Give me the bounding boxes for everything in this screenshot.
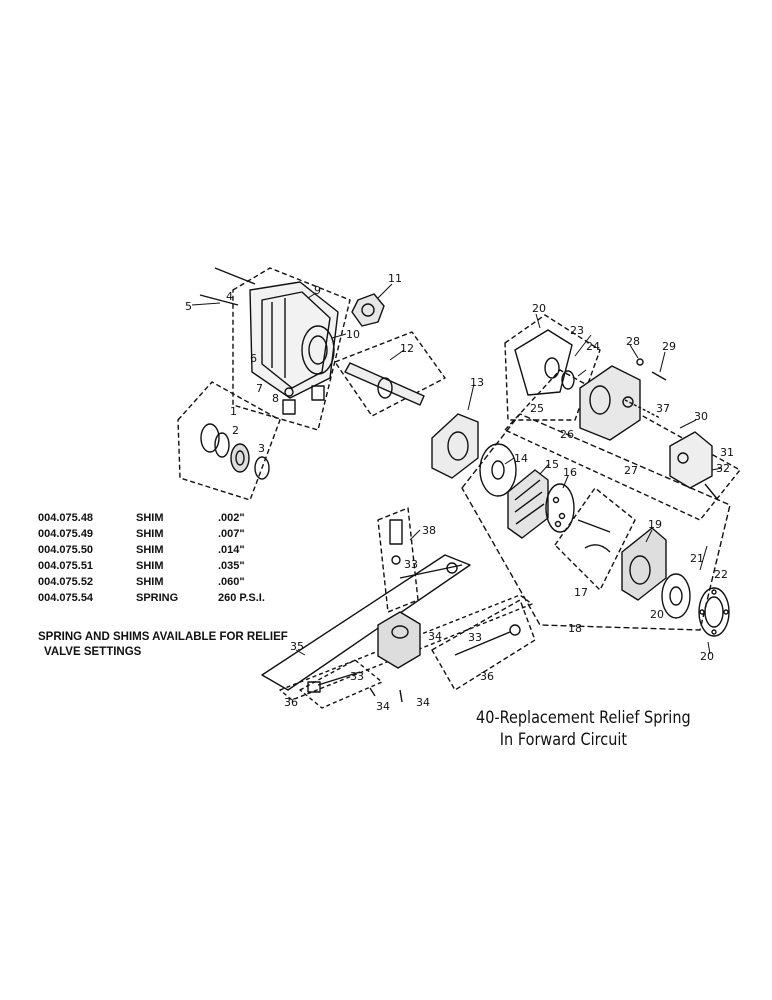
part-number: 004.075.50 xyxy=(38,544,94,556)
part-spec: .002" xyxy=(218,512,245,524)
note-line-1: SPRING AND SHIMS AVAILABLE FOR RELIEF xyxy=(38,631,288,643)
callout-34b: 34 xyxy=(376,700,390,713)
callout-32: 32 xyxy=(716,462,730,475)
leader-lines xyxy=(191,283,723,656)
callout-33c: 33 xyxy=(468,631,482,644)
callout-26: 26 xyxy=(560,428,574,441)
part-number: 004.075.52 xyxy=(38,576,94,588)
callout-8: 8 xyxy=(272,392,279,405)
callout-20b: 20 xyxy=(650,608,664,621)
part-spec: .014" xyxy=(218,544,245,556)
callout-15: 15 xyxy=(545,458,559,471)
part-description: SHIM xyxy=(136,544,164,556)
callout-12: 12 xyxy=(400,342,414,355)
caption-line-1: 40-Replacement Relief Spring xyxy=(476,708,691,728)
callout-14: 14 xyxy=(514,452,528,465)
part-number: 004.075.51 xyxy=(38,560,94,572)
part-description: SHIM xyxy=(136,560,164,572)
flange-plate xyxy=(431,413,479,479)
callout-33a: 33 xyxy=(404,558,418,571)
part-description: SHIM xyxy=(136,528,164,540)
part-spec: .060" xyxy=(218,576,245,588)
part-spec: .035" xyxy=(218,560,245,572)
callout-labels: 1 2 3 4 5 6 7 8 9 10 11 12 13 14 15 16 1… xyxy=(185,272,734,713)
part-spec: 260 P.S.I. xyxy=(218,592,265,604)
callout-24: 24 xyxy=(586,340,600,353)
callout-22: 22 xyxy=(714,568,728,581)
pump-element-group xyxy=(461,413,731,637)
callout-29: 29 xyxy=(662,340,676,353)
part-number: 004.075.49 xyxy=(38,528,94,540)
callout-11: 11 xyxy=(388,272,402,285)
callout-20c: 20 xyxy=(700,650,714,663)
callout-35: 35 xyxy=(290,640,304,653)
callout-9: 9 xyxy=(314,284,321,297)
callout-20a: 20 xyxy=(532,302,546,315)
callout-36b: 36 xyxy=(480,670,494,683)
part-number: 004.075.48 xyxy=(38,512,94,524)
relief-valve-plate xyxy=(261,507,536,709)
callout-19: 19 xyxy=(648,518,662,531)
callout-1: 1 xyxy=(230,405,237,418)
part-spec: .007" xyxy=(218,528,245,540)
callout-7: 7 xyxy=(256,382,263,395)
callout-21: 21 xyxy=(690,552,704,565)
shaft-assembly xyxy=(311,331,446,417)
callout-16: 16 xyxy=(563,466,577,479)
callout-17: 17 xyxy=(574,586,588,599)
part-description: SPRING xyxy=(136,592,179,604)
note-line-2: VALVE SETTINGS xyxy=(44,646,142,658)
table-row: 004.075.48 SHIM .002" xyxy=(38,512,265,528)
callout-28: 28 xyxy=(626,335,640,348)
table-row: 004.075.51 SHIM .035" xyxy=(38,560,265,576)
callout-5: 5 xyxy=(185,300,192,313)
callout-34a: 34 xyxy=(428,630,442,643)
callout-13: 13 xyxy=(470,376,484,389)
handwritten-caption: 40-Replacement Relief Spring In Forward … xyxy=(476,707,691,751)
table-row: 004.075.54 SPRING 260 P.S.I. xyxy=(38,592,265,608)
callout-36a: 36 xyxy=(284,696,298,709)
callout-31: 31 xyxy=(720,446,734,459)
nut xyxy=(351,293,385,327)
callout-10: 10 xyxy=(346,328,360,341)
callout-23: 23 xyxy=(570,324,584,337)
table-row: 004.075.50 SHIM .014" xyxy=(38,544,265,560)
end-cover-group xyxy=(504,314,741,521)
callout-6: 6 xyxy=(250,352,257,365)
callout-33b: 33 xyxy=(350,670,364,683)
callout-30: 30 xyxy=(694,410,708,423)
caption-line-2: In Forward Circuit xyxy=(499,730,628,750)
table-row: 004.075.52 SHIM .060" xyxy=(38,576,265,592)
callout-27: 27 xyxy=(624,464,638,477)
callout-3: 3 xyxy=(258,442,265,455)
availability-note: SPRING AND SHIMS AVAILABLE FOR RELIEF VA… xyxy=(38,630,288,660)
seal-kit xyxy=(177,381,281,501)
table-row: 004.075.49 SHIM .007" xyxy=(38,528,265,544)
callout-37: 37 xyxy=(656,402,670,415)
part-description: SHIM xyxy=(136,576,164,588)
callout-25: 25 xyxy=(530,402,544,415)
callout-18: 18 xyxy=(568,622,582,635)
parts-table: 004.075.48 SHIM .002" 004.075.49 SHIM .0… xyxy=(38,512,265,608)
part-number: 004.075.54 xyxy=(38,592,94,604)
part-description: SHIM xyxy=(136,512,164,524)
housing-assembly xyxy=(199,267,351,431)
callout-34c: 34 xyxy=(416,696,430,709)
callout-4: 4 xyxy=(226,290,233,303)
callout-38: 38 xyxy=(422,524,436,537)
callout-2: 2 xyxy=(232,424,239,437)
